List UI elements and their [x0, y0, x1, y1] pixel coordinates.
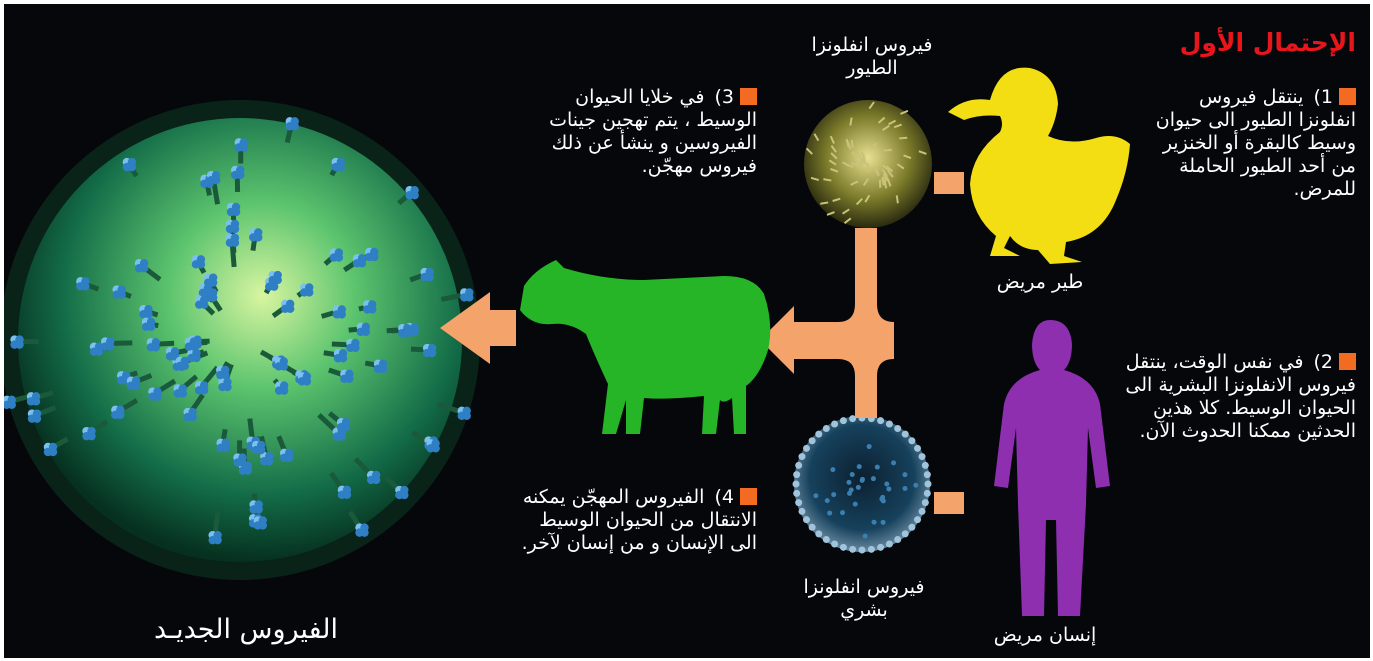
bullet-square-icon	[1339, 88, 1356, 105]
bullet-square-icon	[1339, 353, 1356, 370]
step-4: 4) الفيروس المهجّن يمكنه الانتقال من الح…	[516, 486, 757, 555]
sick-bird-label: طير مريض	[970, 271, 1110, 294]
bullet-square-icon	[740, 88, 757, 105]
step-number: 1)	[1313, 86, 1333, 108]
step-2: 2) في نفس الوقت، ينتقل فيروس الانفلونزا …	[1121, 351, 1356, 443]
human-silhouette-icon	[994, 320, 1110, 616]
cow-silhouette-icon	[520, 260, 770, 434]
step-number: 3)	[714, 86, 734, 108]
new-virus-label: الفيروس الجديـد	[116, 614, 376, 646]
step-3: 3) في خلايا الحيوان الوسيط ، يتم تهجين ج…	[547, 86, 757, 178]
bullet-square-icon	[740, 488, 757, 505]
human-virus-label: فيروس انفلونزا بشري	[794, 576, 934, 622]
bird-flu-virus-icon	[804, 100, 932, 228]
sick-human-label: إنسان مريض	[970, 624, 1120, 647]
step-number: 4)	[714, 486, 734, 508]
bird-virus-label: فيروس انفلونزا الطيور	[802, 34, 942, 80]
step-number: 2)	[1313, 351, 1333, 373]
human-flu-virus-icon	[793, 415, 932, 554]
step-1: 1) ينتقل فيروس انفلونزا الطيور الى حيوان…	[1141, 86, 1356, 201]
duck-silhouette-icon	[948, 68, 1130, 264]
page-title: الإحتمال الأول	[1180, 28, 1356, 58]
hybrid-virus-icon	[4, 100, 480, 580]
diagram-stage: الإحتمال الأول 1) ينتقل فيروس انفلونزا ا…	[4, 4, 1370, 658]
